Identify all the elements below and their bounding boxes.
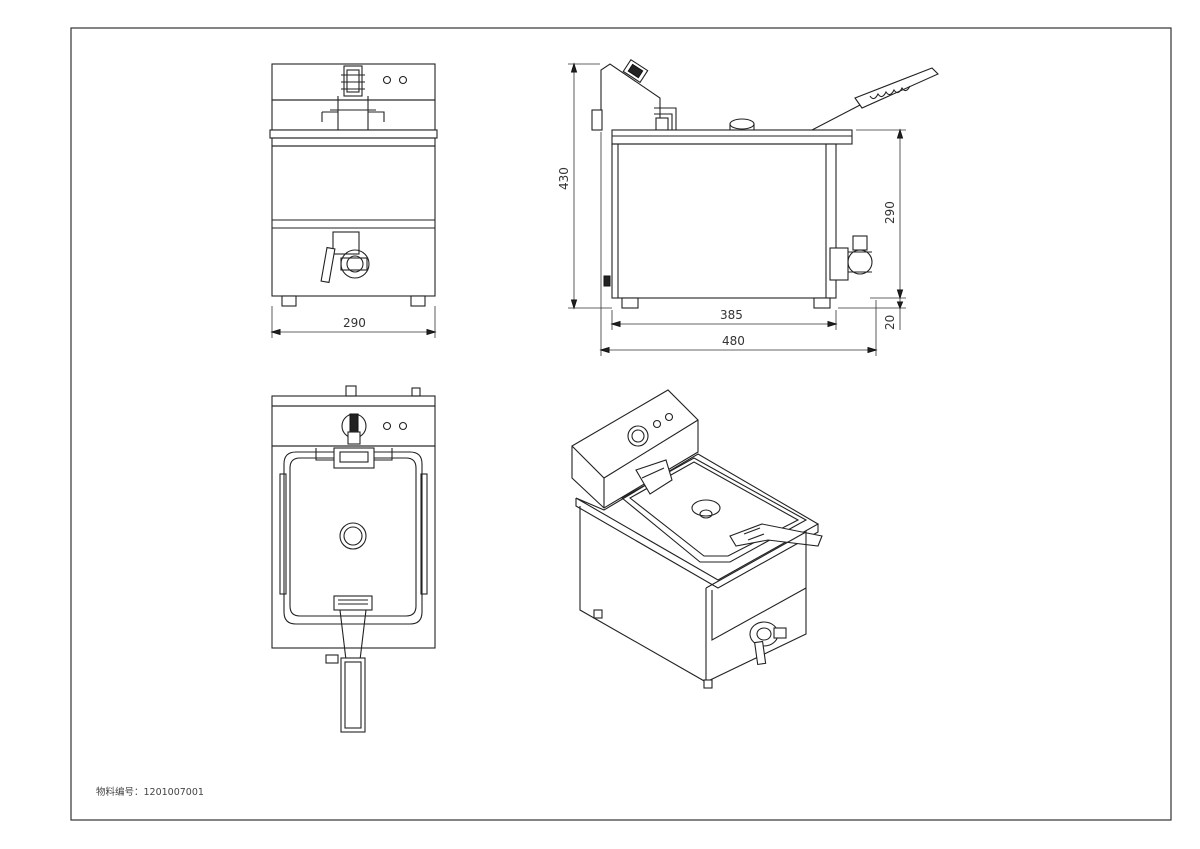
dim-side-total-width: 480 — [599, 132, 878, 356]
dim-text-side-foot-height: 20 — [883, 315, 897, 330]
dim-side-foot-height: 20 — [838, 298, 906, 330]
dim-text-front-width: 290 — [343, 316, 366, 330]
dim-text-side-body-width: 385 — [720, 308, 743, 322]
top-view — [271, 385, 436, 733]
dim-front-width: 290 — [270, 306, 437, 338]
front-view — [269, 63, 438, 307]
dim-side-body-height: 290 — [856, 128, 906, 300]
dim-side-height: 430 — [557, 62, 612, 310]
dim-text-side-height: 430 — [557, 167, 571, 190]
part-number: 物料编号：1201007001 — [96, 786, 204, 798]
side-view — [591, 58, 939, 309]
dim-side-body-width: 385 — [610, 308, 838, 330]
isometric-view — [571, 389, 823, 689]
sheet-border — [70, 27, 1172, 821]
dim-text-side-body-height: 290 — [883, 201, 897, 224]
dim-text-side-total-width: 480 — [722, 334, 745, 348]
